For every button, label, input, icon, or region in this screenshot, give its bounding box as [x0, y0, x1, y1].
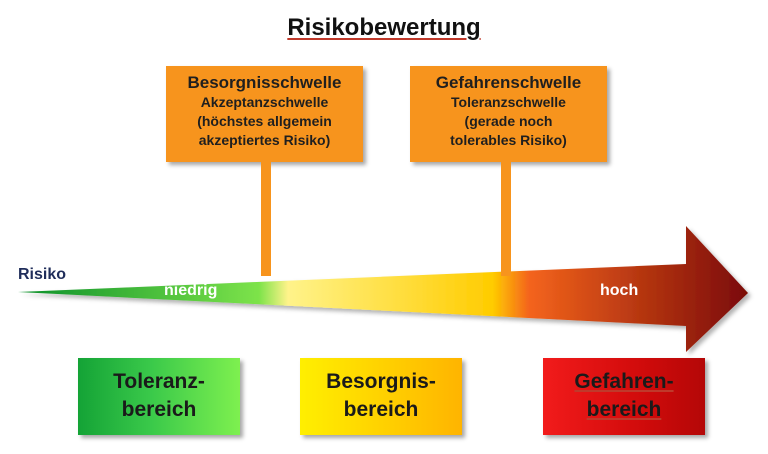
threshold-marker-line: [261, 162, 271, 276]
threshold-subtitle: Toleranzschwelle: [451, 94, 566, 110]
zone-label-line1: Besorgnis-: [326, 370, 436, 393]
zone-besorgnis: Besorgnis- bereich: [300, 358, 462, 435]
threshold-box-besorgnis: Besorgnisschwelle Akzeptanzschwelle (höc…: [166, 66, 363, 162]
threshold-marker-line: [501, 162, 511, 276]
low-label: niedrig: [164, 282, 218, 299]
zone-label-line2: bereich: [343, 398, 419, 421]
zone-gefahren: Gefahren- bereich: [543, 358, 705, 435]
threshold-title: Besorgnisschwelle: [187, 73, 342, 92]
zone-label-line1: Toleranz-: [113, 370, 205, 393]
threshold-box-gefahren: Gefahrenschwelle Toleranzschwelle (gerad…: [410, 66, 607, 162]
zone-label-line2: bereich: [586, 398, 662, 421]
axis-label: Risiko: [18, 266, 67, 283]
zone-toleranz: Toleranz- bereich: [78, 358, 240, 435]
arrow-shape: [18, 226, 748, 352]
threshold-title: Gefahrenschwelle: [435, 73, 582, 92]
threshold-note-line1: (höchstes allgemein: [197, 113, 332, 129]
threshold-note-line2: akzeptiertes Risiko): [198, 132, 331, 148]
threshold-note-line1: (gerade noch: [464, 113, 553, 129]
high-label: hoch: [600, 282, 639, 299]
page-title: Risikobewertung: [287, 14, 481, 41]
threshold-subtitle: Akzeptanzschwelle: [200, 94, 329, 110]
zone-label-line2: bereich: [121, 398, 197, 421]
threshold-note-line2: tolerables Risiko): [450, 132, 567, 148]
zone-label-line1: Gefahren-: [574, 370, 674, 393]
